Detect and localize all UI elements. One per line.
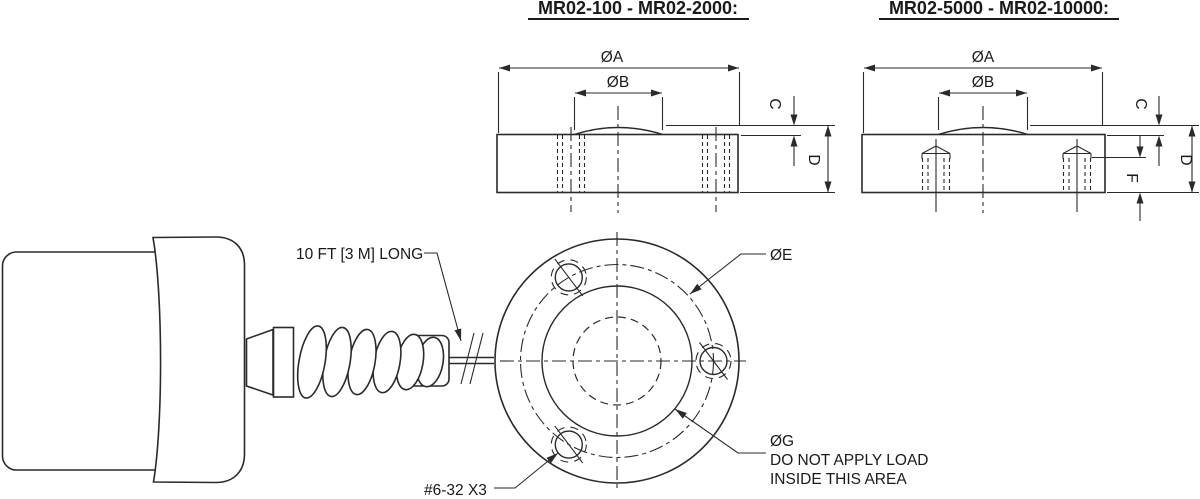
dimension-d: D — [740, 125, 835, 194]
dim-label-d: D — [805, 154, 822, 165]
cable — [449, 332, 494, 385]
dim-label-dia-b: ØB — [972, 74, 994, 91]
side-view-high-capacity: MR02-5000 - MR02-10000: — [861, 0, 1199, 221]
dimension-dia-b: ØB — [937, 74, 1029, 130]
dimension-dia-a: ØA — [862, 49, 1104, 133]
dimension-f: F — [1092, 136, 1146, 221]
dim-label-d: D — [1177, 154, 1194, 165]
hidden-through-hole — [701, 135, 731, 192]
hidden-through-hole — [556, 135, 586, 192]
front-view-assembly: 10 FT [3 M] LONG — [1, 232, 929, 499]
dim-label-dia-g: ØG — [770, 433, 794, 450]
view-title-low-capacity: MR02-100 - MR02-2000: — [538, 0, 738, 18]
side-view-low-capacity: MR02-100 - MR02-2000: ØA — [496, 0, 835, 213]
dimension-dia-b: ØB — [573, 74, 664, 130]
tapped-hole-symbol — [550, 425, 587, 464]
dimension-c: C — [1030, 96, 1199, 166]
dim-label-dia-a: ØA — [601, 49, 624, 66]
load-note-line1: DO NOT APPLY LOAD — [770, 452, 929, 469]
blind-tapped-hole — [1062, 139, 1092, 212]
dimension-d: D — [1107, 125, 1199, 194]
connector-backshell — [152, 236, 246, 484]
dimension-dia-a: ØA — [497, 49, 741, 133]
cable-gland-collar — [272, 326, 295, 398]
load-note-line2: INSIDE THIS AREA — [770, 471, 907, 488]
blind-tapped-hole — [921, 139, 951, 212]
thread-spec-callout: #6-32 X3 — [424, 452, 559, 499]
dim-label-c: C — [766, 98, 783, 109]
cable-length-callout: 10 FT [3 M] LONG — [296, 246, 462, 342]
dia-e-callout: ØE — [689, 247, 792, 295]
dim-label-c: C — [1132, 98, 1149, 109]
tapped-hole-symbol — [550, 258, 587, 297]
strain-relief-spring — [296, 325, 445, 399]
dim-label-f: F — [1123, 173, 1140, 182]
tapped-hole-symbol — [695, 342, 732, 380]
thread-spec-label: #6-32 X3 — [424, 482, 487, 499]
dia-g-callout: ØG DO NOT APPLY LOAD INSIDE THIS AREA — [674, 408, 929, 488]
dim-label-dia-a: ØA — [972, 49, 995, 66]
dim-label-dia-e: ØE — [770, 247, 792, 264]
view-title-high-capacity: MR02-5000 - MR02-10000: — [889, 0, 1109, 18]
cable-break-mark — [469, 332, 484, 385]
cable-length-label: 10 FT [3 M] LONG — [296, 246, 423, 263]
cable-gland-taper — [245, 328, 274, 397]
dimension-c: C — [666, 96, 835, 166]
dim-label-dia-b: ØB — [607, 74, 629, 91]
cable-break-mark — [460, 332, 475, 385]
